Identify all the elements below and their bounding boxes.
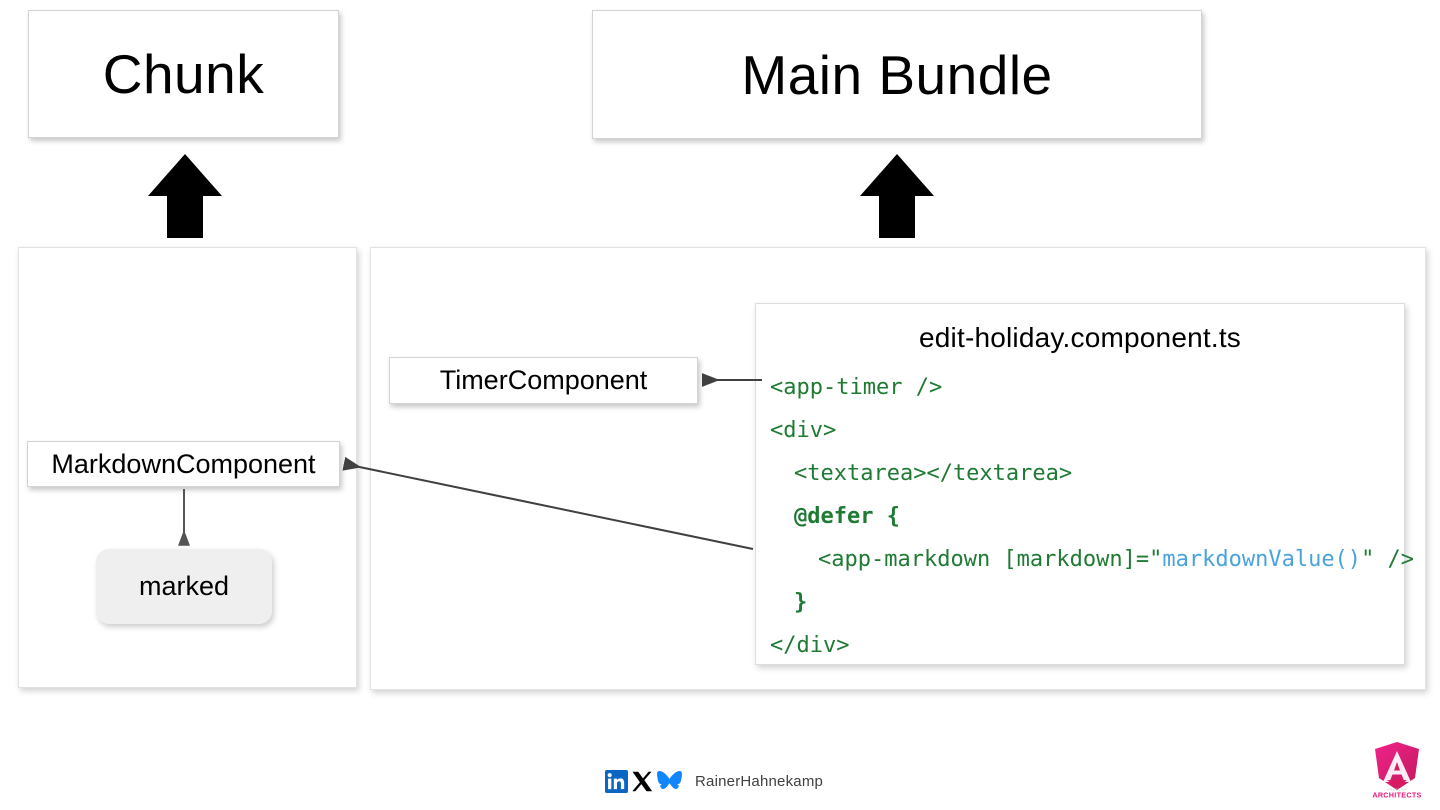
main-bundle-up-arrow-icon [860,154,934,238]
linkedin-icon[interactable] [605,770,628,793]
code-token: <app-timer /> [770,375,943,400]
code-line: <div> [770,409,1404,452]
markdown-component-box[interactable]: MarkdownComponent [27,441,340,487]
code-token: " /> [1361,547,1415,572]
code-token: } [794,590,808,615]
code-line: <app-timer /> [770,366,1404,409]
timer-component-box[interactable]: TimerComponent [389,357,698,404]
chunk-up-arrow-icon [148,154,222,238]
code-token: <app-markdown [markdown]=" [818,547,1163,572]
code-line: <textarea></textarea> [770,452,1404,495]
code-card-body: <app-timer /> <div> <textarea></textarea> @… [756,366,1414,667]
main-bundle-header-label: Main Bundle [741,43,1053,106]
markdown-component-label: MarkdownComponent [51,448,316,479]
code-token: markdownValue() [1162,547,1362,572]
svg-text:ANGULAR: ANGULAR [1387,788,1407,792]
marked-dependency-label: marked [138,571,230,601]
main-bundle-header-box: Main Bundle [592,10,1202,139]
code-token: <textarea></textarea> [794,461,1073,486]
code-line: @defer { [770,495,1404,538]
svg-text:ARCHITECTS: ARCHITECTS [1372,791,1421,800]
code-token: @defer { [794,504,900,529]
x-icon[interactable] [631,770,654,793]
code-card-title: edit-holiday.component.ts [919,322,1241,353]
angular-architects-logo-icon: ARCHITECTS ANGULAR [1372,742,1421,800]
bluesky-icon[interactable] [657,770,682,793]
footer-handle: RainerHahnekamp [695,773,824,790]
code-card: edit-holiday.component.ts <app-timer /><… [755,303,1414,667]
chunk-header-label: Chunk [102,43,265,105]
marked-dependency-box[interactable]: marked [96,549,272,624]
code-line: </div> [770,624,1404,667]
timer-component-label: TimerComponent [439,365,648,395]
code-line: <app-markdown [markdown]="markdownValue(… [770,538,1414,581]
code-token: </div> [770,633,850,658]
footer: RainerHahnekamp [605,770,823,793]
code-token: <div> [770,418,837,443]
code-line: } [770,581,1404,624]
chunk-header-box: Chunk [28,10,339,138]
